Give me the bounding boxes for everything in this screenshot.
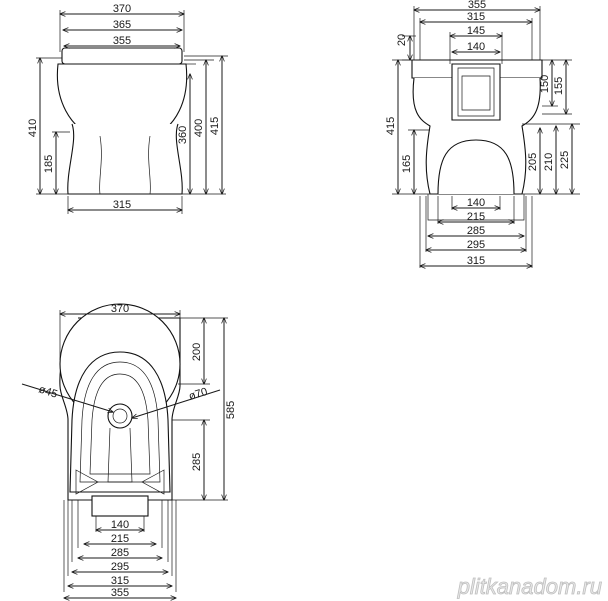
top-dim-285: 285: [191, 453, 203, 471]
top-dim-295: 295: [111, 561, 129, 573]
top-dim-285-bottom: 285: [111, 547, 129, 559]
side-dim-165: 165: [401, 155, 413, 173]
front-pedestal: [67, 123, 183, 195]
top-channel: [107, 427, 133, 483]
side-dim-210: 210: [543, 153, 555, 171]
top-view: 370 200 285 585 ø45 ø70 140 215: [21, 303, 237, 599]
side-dim-315-top: 315: [467, 11, 485, 23]
front-view: 370 365 355 315 410 185 360 400 415: [27, 3, 228, 214]
front-dim-315: 315: [113, 199, 131, 211]
top-dim-200: 200: [191, 343, 203, 361]
side-dim-140-bottom: 140: [467, 197, 485, 209]
top-dim-315: 315: [111, 575, 129, 587]
front-dim-370: 370: [113, 3, 131, 15]
front-dim-360: 360: [177, 126, 189, 144]
side-dim-140-top: 140: [467, 41, 485, 53]
front-dim-365: 365: [113, 19, 131, 31]
front-dim-400: 400: [193, 119, 205, 137]
side-dim-225: 225: [559, 151, 571, 169]
top-dim-355: 355: [111, 587, 129, 599]
top-dim-diam45: ø45: [37, 383, 59, 400]
side-dim-205: 205: [527, 153, 539, 171]
side-dim-150: 150: [539, 75, 551, 93]
side-dim-315-bottom: 315: [467, 255, 485, 267]
front-dim-410: 410: [27, 119, 39, 137]
top-outlet-outer: [107, 403, 133, 429]
side-dim-295: 295: [467, 239, 485, 251]
top-dim-215: 215: [111, 533, 129, 545]
side-dim-355: 355: [468, 0, 486, 11]
front-dim-185: 185: [43, 155, 55, 173]
top-dim-diam70: ø70: [187, 386, 209, 403]
top-dim-370: 370: [111, 303, 129, 315]
front-dim-355: 355: [113, 35, 131, 47]
side-inner-cavity: [451, 63, 501, 121]
top-dim-585: 585: [225, 401, 237, 419]
side-dim-155: 155: [553, 77, 565, 95]
front-dim-415: 415: [209, 117, 221, 135]
watermark: plitkanadom.ru: [457, 574, 602, 599]
side-arch: [437, 139, 515, 195]
side-dim-145: 145: [467, 25, 485, 37]
top-base-plate: [91, 495, 149, 517]
side-view: 355 315 145 140 20 150 155 415 165: [385, 0, 580, 268]
side-dim-285: 285: [467, 225, 485, 237]
side-dim-415: 415: [385, 117, 397, 135]
front-seat-lid: [61, 47, 183, 65]
side-dim-215: 215: [467, 211, 485, 223]
top-dim-140: 140: [111, 519, 129, 531]
side-dim-20: 20: [396, 34, 408, 46]
top-outlet-inner: [112, 408, 128, 424]
